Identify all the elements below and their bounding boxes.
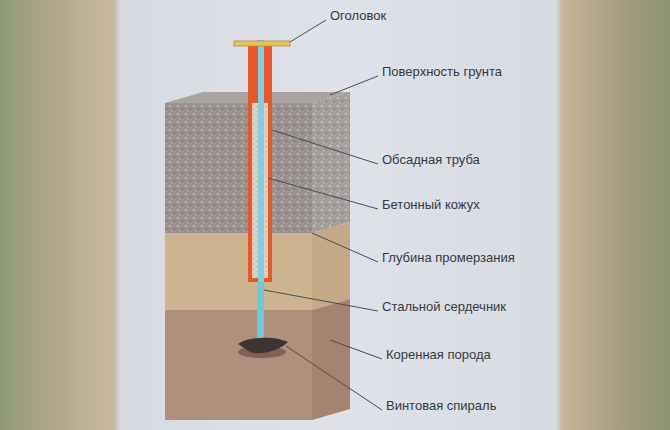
steel-core-inner bbox=[258, 45, 264, 282]
part-label: Поверхность грунта bbox=[382, 64, 502, 79]
part-label: Стальной сердечник bbox=[382, 299, 506, 314]
leader-lines bbox=[264, 20, 382, 410]
gravel-layer bbox=[165, 103, 312, 233]
part-label: Коренная порода bbox=[386, 347, 491, 362]
sand-layer bbox=[165, 233, 312, 310]
bedrock-side bbox=[312, 299, 350, 420]
casing-pipe bbox=[248, 45, 272, 282]
pile-cap bbox=[234, 41, 290, 46]
part-label: Винтовая спираль bbox=[386, 398, 496, 413]
part-label: Оголовок bbox=[330, 8, 386, 23]
part-label: Бетонный кожух bbox=[382, 197, 480, 212]
screw-helix bbox=[238, 338, 288, 354]
gravel-side bbox=[312, 92, 350, 233]
bedrock-layer bbox=[165, 310, 312, 420]
steel-core bbox=[257, 40, 264, 352]
part-label: Глубина промерзания bbox=[382, 250, 515, 265]
part-label: Обсадная труба bbox=[382, 152, 480, 167]
